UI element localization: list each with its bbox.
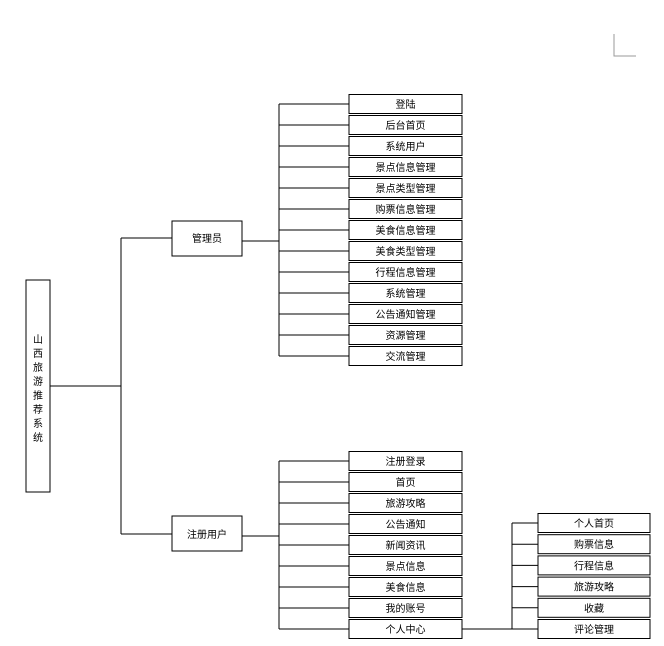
admin-item-node: 后台首页 — [348, 115, 463, 135]
admin-item-node: 资源管理 — [348, 325, 463, 345]
personal-center-item-label: 收藏 — [584, 602, 604, 615]
user-item-label: 新闻资讯 — [386, 539, 426, 552]
admin-function-list: 登陆后台首页系统用户景点信息管理景点类型管理购票信息管理美食信息管理美食类型管理… — [279, 94, 463, 366]
user-label: 注册用户 — [187, 528, 227, 541]
user-item-label: 我的账号 — [386, 602, 426, 615]
admin-item-label: 购票信息管理 — [376, 203, 436, 216]
admin-item-label: 交流管理 — [386, 350, 426, 363]
personal-center-item-node: 评论管理 — [537, 619, 651, 639]
user-item-node: 注册登录 — [348, 451, 463, 471]
admin-item-node: 行程信息管理 — [348, 262, 463, 282]
admin-item-node: 景点信息管理 — [348, 157, 463, 177]
user-item-node: 美食信息 — [348, 577, 463, 597]
personal-center-item-label: 评论管理 — [574, 623, 614, 636]
admin-branch: 管理员 登陆后台首页系统用户景点信息管理景点类型管理购票信息管理美食信息管理美食… — [171, 94, 463, 366]
personal-center-item-label: 旅游攻略 — [574, 581, 614, 594]
admin-item-node: 交流管理 — [348, 346, 463, 366]
admin-item-node: 景点类型管理 — [348, 178, 463, 198]
page-corner-mark — [613, 34, 636, 57]
root-node: 山西旅游推荐系统 — [25, 279, 51, 493]
personal-center-item-node: 个人首页 — [537, 513, 651, 533]
user-item-node: 新闻资讯 — [348, 535, 463, 555]
personal-center-item-label: 个人首页 — [574, 517, 614, 530]
admin-item-node: 美食类型管理 — [348, 241, 463, 261]
admin-label: 管理员 — [192, 232, 222, 245]
admin-item-node: 购票信息管理 — [348, 199, 463, 219]
root-connectors — [50, 237, 172, 535]
admin-item-label: 系统用户 — [386, 140, 426, 153]
user-item-label: 旅游攻略 — [386, 497, 426, 510]
user-item-label: 美食信息 — [386, 581, 426, 594]
root-label: 山西旅游推荐系统 — [33, 334, 43, 444]
admin-item-label: 景点类型管理 — [376, 182, 436, 195]
user-item-node: 景点信息 — [348, 556, 463, 576]
admin-item-label: 登陆 — [396, 98, 416, 111]
admin-item-label: 行程信息管理 — [376, 266, 436, 279]
user-item-label: 公告通知 — [386, 518, 426, 531]
personal-center-item-label: 行程信息 — [574, 559, 614, 572]
user-item-label: 景点信息 — [386, 560, 426, 573]
admin-item-node: 系统用户 — [348, 136, 463, 156]
personal-center-item-node: 收藏 — [537, 597, 651, 618]
user-item-node: 公告通知 — [348, 514, 463, 534]
admin-item-label: 美食类型管理 — [376, 245, 436, 258]
admin-item-label: 公告通知管理 — [376, 308, 436, 321]
user-item-label: 个人中心 — [386, 623, 426, 636]
admin-item-label: 景点信息管理 — [376, 161, 436, 174]
user-item-label: 首页 — [396, 476, 416, 489]
user-item-node: 个人中心 — [348, 619, 463, 639]
personal-center-item-node: 购票信息 — [537, 534, 651, 555]
personal-center-item-node: 旅游攻略 — [537, 576, 651, 597]
user-item-label: 注册登录 — [386, 455, 426, 468]
user-item-node: 首页 — [348, 472, 463, 492]
user-item-node: 旅游攻略 — [348, 493, 463, 513]
admin-item-node: 系统管理 — [348, 283, 463, 303]
admin-item-label: 后台首页 — [386, 119, 426, 132]
admin-item-label: 资源管理 — [386, 329, 426, 342]
admin-item-node: 公告通知管理 — [348, 304, 463, 324]
admin-item-label: 系统管理 — [386, 287, 426, 300]
admin-item-node: 美食信息管理 — [348, 220, 463, 240]
personal-center-item-label: 购票信息 — [574, 538, 614, 551]
admin-item-node: 登陆 — [348, 94, 463, 114]
personal-center-item-node: 行程信息 — [537, 555, 651, 576]
admin-item-label: 美食信息管理 — [376, 224, 436, 237]
user-item-node: 我的账号 — [348, 598, 463, 618]
